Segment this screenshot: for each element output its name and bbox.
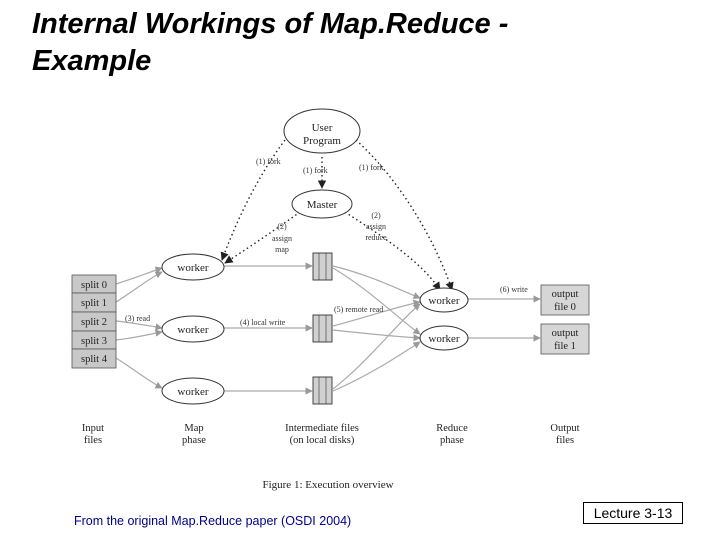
fork-mid-label: (1) fork: [303, 166, 328, 175]
remote-read-label: (5) remote read: [334, 305, 383, 314]
edge-labels: (1) fork (1) fork (1) fork (2) assign ma…: [125, 157, 528, 327]
assign-map-label-1: (2): [277, 222, 287, 231]
phase-intermediate-label-2: (on local disks): [290, 435, 355, 446]
figure-caption: Figure 1: Execution overview: [262, 479, 393, 491]
map-worker-2: worker: [161, 315, 225, 343]
remote-read-edge: [332, 299, 421, 327]
split-3-label: split 3: [81, 336, 107, 347]
input-splits: split 0 split 1 split 2 split 3 split 4: [71, 274, 117, 369]
fork-right-label: (1) fork: [359, 163, 384, 172]
data-flow-edges: [115, 262, 541, 395]
file-a-to-reduce1-edge: [332, 267, 421, 335]
split-4-label: split 4: [81, 354, 108, 365]
assign-map-label-3: map: [275, 245, 289, 254]
output-file-0-label-2: file 0: [554, 302, 576, 313]
user-program-label-1: User: [312, 122, 333, 134]
output-file-1: output file 1: [540, 323, 590, 355]
intermediate-file-3: [312, 376, 333, 405]
phase-output-label-1: Output: [550, 423, 579, 434]
reduce-worker-2: worker: [419, 325, 469, 351]
split-2-label: split 2: [81, 317, 107, 328]
slide-title: Internal Workings of Map.Reduce - Exampl…: [32, 6, 652, 80]
output-file-1-label-1: output: [552, 328, 579, 339]
phase-intermediate-label-1: Intermediate files: [285, 423, 359, 434]
phase-reduce-label-2: phase: [440, 435, 464, 446]
split3-to-worker-edge: [115, 329, 163, 341]
split2-read-edge: [115, 320, 163, 331]
phase-reduce-label-1: Reduce: [436, 423, 468, 434]
map-worker-3-label: worker: [177, 386, 208, 398]
control-flow-edges: [220, 139, 454, 291]
assign-reduce-label-2: assign: [366, 222, 386, 231]
file-c-to-reduce1-edge: [332, 341, 421, 392]
output-file-0-label-1: output: [552, 289, 579, 300]
map-worker-2-label: worker: [177, 324, 208, 336]
master-label: Master: [307, 199, 338, 211]
phase-map-label-2: phase: [182, 435, 206, 446]
assign-reduce-label-3: reduce: [365, 233, 387, 242]
reduce-worker-1: worker: [419, 287, 469, 313]
phase-input-label-2: files: [84, 435, 102, 446]
lecture-number-label: Lecture 3-13: [583, 502, 683, 524]
reduce-worker-1-label: worker: [428, 295, 459, 307]
file-a-to-reduce0-edge: [332, 265, 421, 299]
split0-to-worker-edge: [115, 266, 163, 285]
file-c-to-reduce0-edge: [332, 303, 421, 390]
master-node: Master: [291, 189, 353, 219]
local-write-label: (4) local write: [240, 318, 286, 327]
user-program-node: User Program: [283, 108, 361, 154]
map-worker-3: worker: [161, 377, 225, 405]
split1-to-worker-edge: [115, 271, 163, 303]
user-program-label-2: Program: [303, 135, 341, 147]
assign-map-edge: [224, 211, 301, 264]
assign-reduce-label-1: (2): [371, 211, 381, 220]
source-note: From the original Map.Reduce paper (OSDI…: [74, 514, 352, 528]
split4-to-worker-edge: [115, 357, 163, 389]
phase-input-label-1: Input: [82, 423, 104, 434]
intermediate-file-1: [312, 252, 333, 281]
assign-reduce-edge: [344, 211, 441, 291]
output-file-1-label-2: file 1: [554, 341, 576, 352]
split-1-label: split 1: [81, 298, 107, 309]
read-label: (3) read: [125, 314, 150, 323]
fork-to-left-worker-edge: [220, 139, 286, 261]
phase-map-label-1: Map: [184, 423, 203, 434]
file-b-to-reduce1-edge: [332, 329, 421, 342]
map-worker-1: worker: [161, 253, 225, 281]
intermediate-file-2: [312, 314, 333, 343]
fork-left-label: (1) fork: [256, 157, 281, 166]
phase-output-label-2: files: [556, 435, 574, 446]
split-0-label: split 0: [81, 280, 107, 291]
slide-title-line-2: Example: [32, 45, 152, 77]
output-file-0: output file 0: [540, 284, 590, 316]
write-label: (6) write: [500, 285, 528, 294]
phase-labels: Input files Map phase Intermediate files…: [82, 423, 580, 446]
assign-map-label-2: assign: [272, 234, 292, 243]
map-worker-1-label: worker: [177, 262, 208, 274]
slide-title-line-1: Internal Workings of Map.Reduce -: [32, 8, 509, 40]
reduce-worker-2-label: worker: [428, 333, 459, 345]
